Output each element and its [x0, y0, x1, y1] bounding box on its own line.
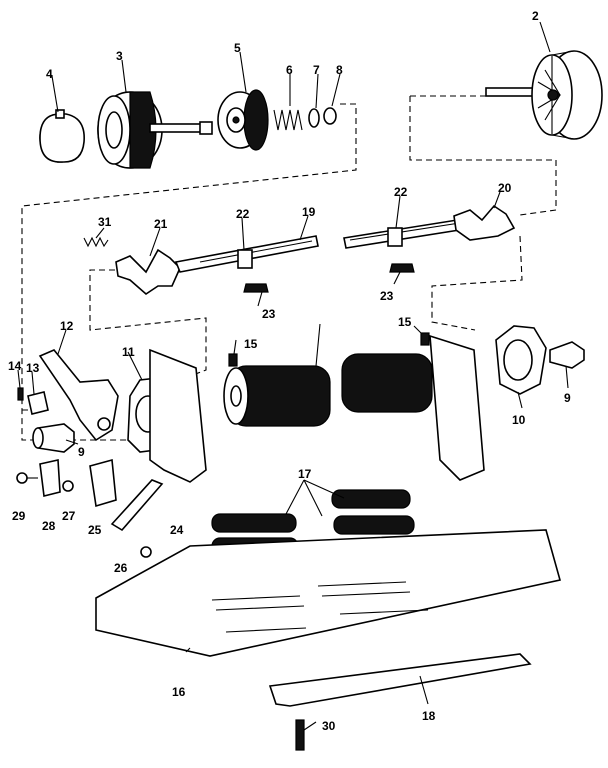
part-22-left-clip: [237, 249, 253, 269]
callout-8: 8: [336, 63, 343, 77]
part-15-right-spring: [420, 332, 430, 346]
part-18-deflector: [268, 653, 532, 707]
callout-9a: 9: [78, 445, 85, 459]
left-side-frame: [149, 348, 207, 483]
callout-19: 19: [302, 205, 316, 219]
callout-18: 18: [422, 709, 436, 723]
part-24-slotted-link: [110, 479, 164, 532]
part-13-detent: [27, 391, 49, 415]
part-21-left-bail-arm: [115, 248, 181, 296]
callout-labels: 2 3 4 5 6 7 8 31 21 22 19 22 20 23 23 15…: [8, 9, 571, 733]
part-30-spring: [295, 719, 305, 751]
callout-22b: 22: [394, 185, 408, 199]
callout-27: 27: [62, 509, 76, 523]
platen-roller-right: [341, 353, 433, 413]
part-15-left-spring: [228, 353, 238, 367]
part-31-small-spring: [83, 236, 109, 248]
callout-31: 31: [98, 215, 112, 229]
part-12-release-lever: [38, 349, 119, 442]
callout-29: 29: [12, 509, 26, 523]
callout-30: 30: [322, 719, 336, 733]
callout-4: 4: [46, 67, 53, 81]
callout-26: 26: [114, 561, 128, 575]
callout-5: 5: [234, 41, 241, 55]
part-28-bracket: [39, 459, 61, 497]
part-8-retaining-ring: [323, 107, 337, 125]
part-26-nut: [140, 546, 152, 558]
callout-15a: 15: [244, 337, 258, 351]
part-25-plate: [89, 458, 117, 508]
callout-3: 3: [116, 49, 123, 63]
callout-23b: 23: [380, 289, 394, 303]
part-16-paper-pan: [95, 529, 561, 657]
leader-lines: [17, 21, 569, 731]
callout-23a: 23: [262, 307, 276, 321]
part-23-left-spring: [243, 283, 269, 293]
callout-6: 6: [286, 63, 293, 77]
callout-7: 7: [313, 63, 320, 77]
callout-25: 25: [88, 523, 102, 537]
callout-10: 10: [512, 413, 526, 427]
callout-20: 20: [498, 181, 512, 195]
callout-22a: 22: [236, 207, 250, 221]
part-3-left-knob: [97, 91, 213, 169]
part-7-washer: [308, 108, 320, 128]
platen-roller-left: [223, 365, 331, 427]
part-14-pin: [17, 387, 24, 401]
callout-21: 21: [154, 217, 168, 231]
callout-14: 14: [8, 359, 22, 373]
part-29-screw: [16, 472, 38, 484]
part-9-left-plunger: [32, 423, 75, 453]
part-5-gear-hub: [217, 89, 269, 151]
callout-24: 24: [170, 523, 184, 537]
part-23-right-spring: [389, 263, 415, 273]
callout-16: 16: [172, 685, 186, 699]
part-4-end-cap: [39, 109, 85, 163]
callout-9b: 9: [564, 391, 571, 405]
part-6-spring: [273, 109, 303, 131]
part-27-screw: [62, 480, 74, 492]
callout-2: 2: [532, 9, 539, 23]
part-20-right-bail-arm: [453, 204, 516, 241]
right-side-frame: [429, 334, 485, 481]
callout-15b: 15: [398, 315, 412, 329]
callout-17: 17: [298, 467, 312, 481]
part-19-right-card-rod: [343, 217, 473, 249]
callout-12: 12: [60, 319, 74, 333]
callout-11: 11: [122, 345, 135, 359]
part-2-right-knob: [485, 50, 603, 140]
callout-28: 28: [42, 519, 56, 533]
callout-13: 13: [26, 361, 40, 375]
part-10-right-bracket: [495, 325, 547, 395]
part-22-right-clip: [387, 227, 403, 247]
part-9-right-plunger: [549, 341, 585, 369]
